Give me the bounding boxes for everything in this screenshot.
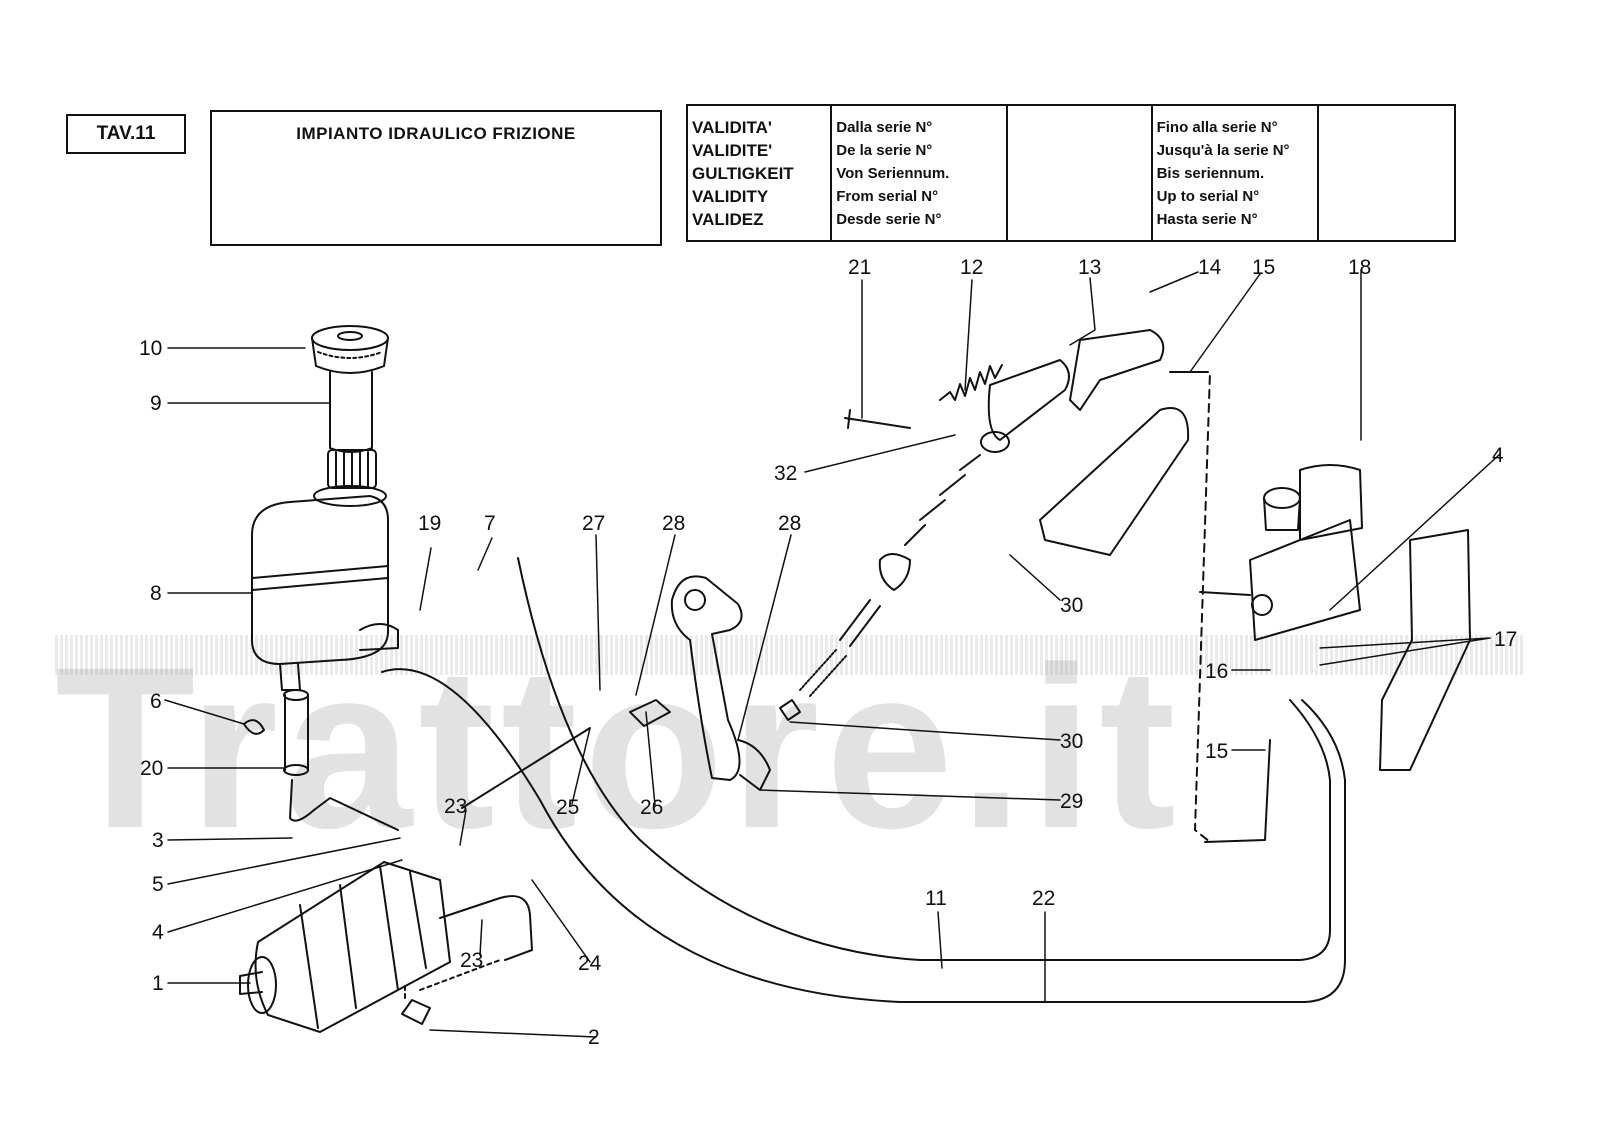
pump-fitting [401, 999, 431, 1025]
callout-10: 10 [139, 337, 162, 360]
hose-19 [381, 668, 1346, 1003]
callout-8: 8 [150, 582, 162, 605]
callout-17: 17 [1494, 628, 1517, 651]
validity-label-it: VALIDITA' [692, 118, 772, 137]
clutch-cylinder-assembly [779, 359, 1070, 721]
callout-1: 1 [152, 972, 164, 995]
callout-18: 18 [1348, 256, 1371, 279]
callout-19: 22 [1032, 887, 1055, 910]
callout-21: 19 [418, 512, 441, 535]
bracket-right [1379, 529, 1471, 771]
validity-table: VALIDITA' VALIDITE' GULTIGKEIT VALIDITY … [686, 104, 1456, 242]
callout-27: 27 [582, 512, 605, 535]
from-label-en: From serial N° [836, 188, 939, 205]
callout-6: 6 [150, 690, 162, 713]
dashed-connection [1194, 371, 1211, 843]
to-serial-labels: Fino alla serie N° Jusqu'à la serie N° B… [1153, 106, 1319, 240]
callout-15-upper: 15 [1252, 256, 1275, 279]
callout-5: 5 [152, 873, 164, 896]
hydraulic-pump [239, 861, 451, 1033]
pedal-lever [629, 575, 771, 791]
callout-30-upper: 30 [1060, 594, 1083, 617]
callout-23-upper: 23 [444, 795, 467, 818]
callout-30-lower: 30 [1060, 730, 1083, 753]
callout-22: 21 [848, 256, 871, 279]
callout-14: 14 [1198, 256, 1222, 279]
reservoir-cap [311, 325, 389, 374]
bolt-22 [844, 409, 911, 429]
callout-4-lower: 4 [152, 921, 164, 944]
callout-32: 32 [774, 462, 797, 485]
validity-labels: VALIDITA' VALIDITE' GULTIGKEIT VALIDITY … [688, 106, 833, 240]
pipe-15 [1204, 739, 1271, 843]
callout-11: 11 [925, 887, 947, 910]
from-serial-value [1008, 106, 1153, 240]
callout-28-right: 28 [778, 512, 801, 535]
diagram-title: IMPIANTO IDRAULICO FRIZIONE [296, 124, 576, 143]
title-box: IMPIANTO IDRAULICO FRIZIONE [210, 110, 662, 246]
callout-4-right: 4 [1492, 444, 1504, 467]
watermark-band [55, 635, 1525, 675]
valve-block [1199, 464, 1363, 641]
validity-label-es: VALIDEZ [692, 210, 764, 229]
callout-24: 24 [578, 952, 602, 975]
callout-26: 26 [640, 796, 663, 819]
to-label-de: Bis seriennum. [1156, 165, 1265, 182]
from-serial-labels: Dalla serie N° De la serie N° Von Serien… [832, 106, 1009, 240]
filler-neck [327, 371, 377, 489]
rod-25 [461, 727, 591, 809]
callout-28-left: 28 [662, 512, 685, 535]
return-spring [939, 364, 1003, 401]
validity-label-fr: VALIDITE' [692, 141, 773, 160]
callout-12: 12 [960, 256, 983, 279]
callout-29: 29 [1060, 790, 1083, 813]
callout-labels: 10 9 8 6 20 3 5 4 1 2 24 23 23 25 26 27 … [139, 256, 1517, 1049]
callout-7: 7 [484, 512, 496, 535]
callout-13: 13 [1078, 256, 1101, 279]
to-label-it: Fino alla serie N° [1156, 119, 1278, 136]
table-id-box: TAV.11 [66, 114, 186, 154]
from-label-es: Desde serie N° [836, 211, 942, 228]
callout-16: 16 [1205, 660, 1228, 683]
validity-label-en: VALIDITY [692, 187, 769, 206]
callout-25: 25 [556, 796, 579, 819]
validity-label-de: GULTIGKEIT [692, 164, 794, 183]
to-label-en: Up to serial N° [1156, 188, 1260, 205]
callout-3: 3 [152, 829, 164, 852]
bracket-upper [1039, 329, 1201, 556]
table-id: TAV.11 [96, 123, 156, 144]
leader-lines [164, 269, 1501, 1038]
pressure-pipe [439, 895, 533, 961]
from-label-fr: De la serie N° [836, 142, 933, 159]
to-label-fr: Jusqu'à la serie N° [1156, 142, 1290, 159]
hose-11 [517, 557, 1331, 961]
callout-20: 20 [140, 757, 163, 780]
from-label-it: Dalla serie N° [836, 119, 933, 136]
reservoir-tank [251, 485, 399, 691]
callout-9: 9 [150, 392, 162, 415]
callout-2: 2 [588, 1026, 600, 1049]
callout-23-lower: 23 [460, 949, 483, 972]
return-pipe [289, 779, 399, 831]
sleeve-part-20 [243, 689, 309, 776]
callout-15-lower: 15 [1205, 740, 1228, 763]
to-label-es: Hasta serie N° [1156, 211, 1258, 228]
from-label-de: Von Seriennum. [836, 165, 950, 182]
